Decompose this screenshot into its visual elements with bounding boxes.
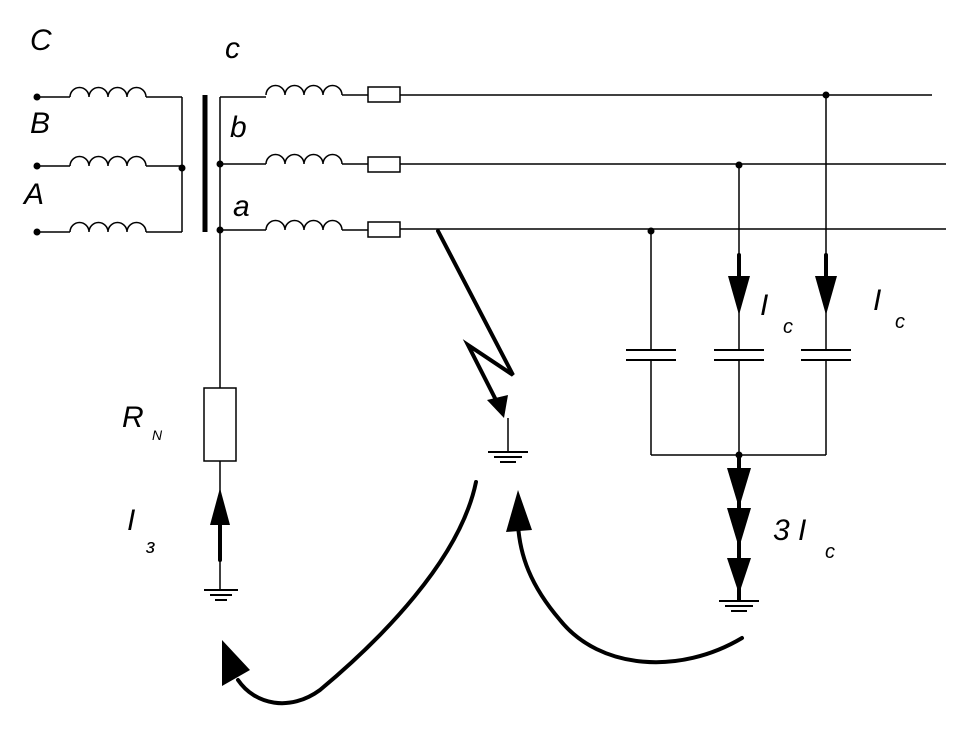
capacitor-branches xyxy=(626,91,851,612)
fault-path xyxy=(436,229,528,463)
label-cap-current-1-sub: c xyxy=(783,316,793,338)
label-primary-C: C xyxy=(30,24,52,57)
total-current-arrow-1 xyxy=(727,468,751,508)
secondary-winding xyxy=(216,84,946,388)
neutral-resistor xyxy=(203,387,237,462)
secondary-coil-c xyxy=(265,84,343,96)
neutral-resistor-branch xyxy=(203,387,238,601)
secondary-coil-b xyxy=(265,153,343,165)
total-current-arrow-2 xyxy=(727,508,751,548)
label-ground-current: I xyxy=(127,504,135,537)
primary-winding xyxy=(33,86,186,236)
return-arrow-right xyxy=(516,523,744,665)
label-primary-B: B xyxy=(30,107,50,140)
primary-star-point xyxy=(178,164,186,172)
label-primary-A: A xyxy=(22,178,44,211)
label-resistor-sub: N xyxy=(152,427,163,443)
fault-lightning xyxy=(436,229,515,410)
primary-coil-B xyxy=(69,155,147,167)
label-secondary-c: c xyxy=(225,32,240,65)
label-cap-current-2-sub: c xyxy=(895,311,905,333)
label-secondary-b: b xyxy=(230,111,247,144)
total-current-arrow-3 xyxy=(727,558,751,594)
cap-current-arrow-c xyxy=(815,276,837,315)
label-resistor: R xyxy=(122,401,144,434)
label-secondary-a: a xyxy=(233,190,250,223)
return-current-arrows xyxy=(222,480,744,706)
fuse-a xyxy=(367,221,401,238)
primary-coil-C xyxy=(69,86,147,98)
primary-coil-A xyxy=(69,221,147,233)
secondary-coil-a xyxy=(265,219,343,231)
return-arrow-left xyxy=(236,480,478,706)
label-ground-current-sub: з xyxy=(145,536,155,558)
cap-current-arrow-b xyxy=(728,276,750,315)
label-total-current-sub: c xyxy=(825,541,835,563)
label-cap-current-2: I xyxy=(873,284,881,317)
label-cap-current-1: I xyxy=(760,289,768,322)
fuse-c xyxy=(367,86,401,103)
labels: C B A c b a R N I з I c I c 3 I c xyxy=(22,24,905,563)
fuse-b xyxy=(367,156,401,173)
ground-current-arrow xyxy=(210,488,230,525)
label-total-current: 3 I xyxy=(773,514,806,547)
